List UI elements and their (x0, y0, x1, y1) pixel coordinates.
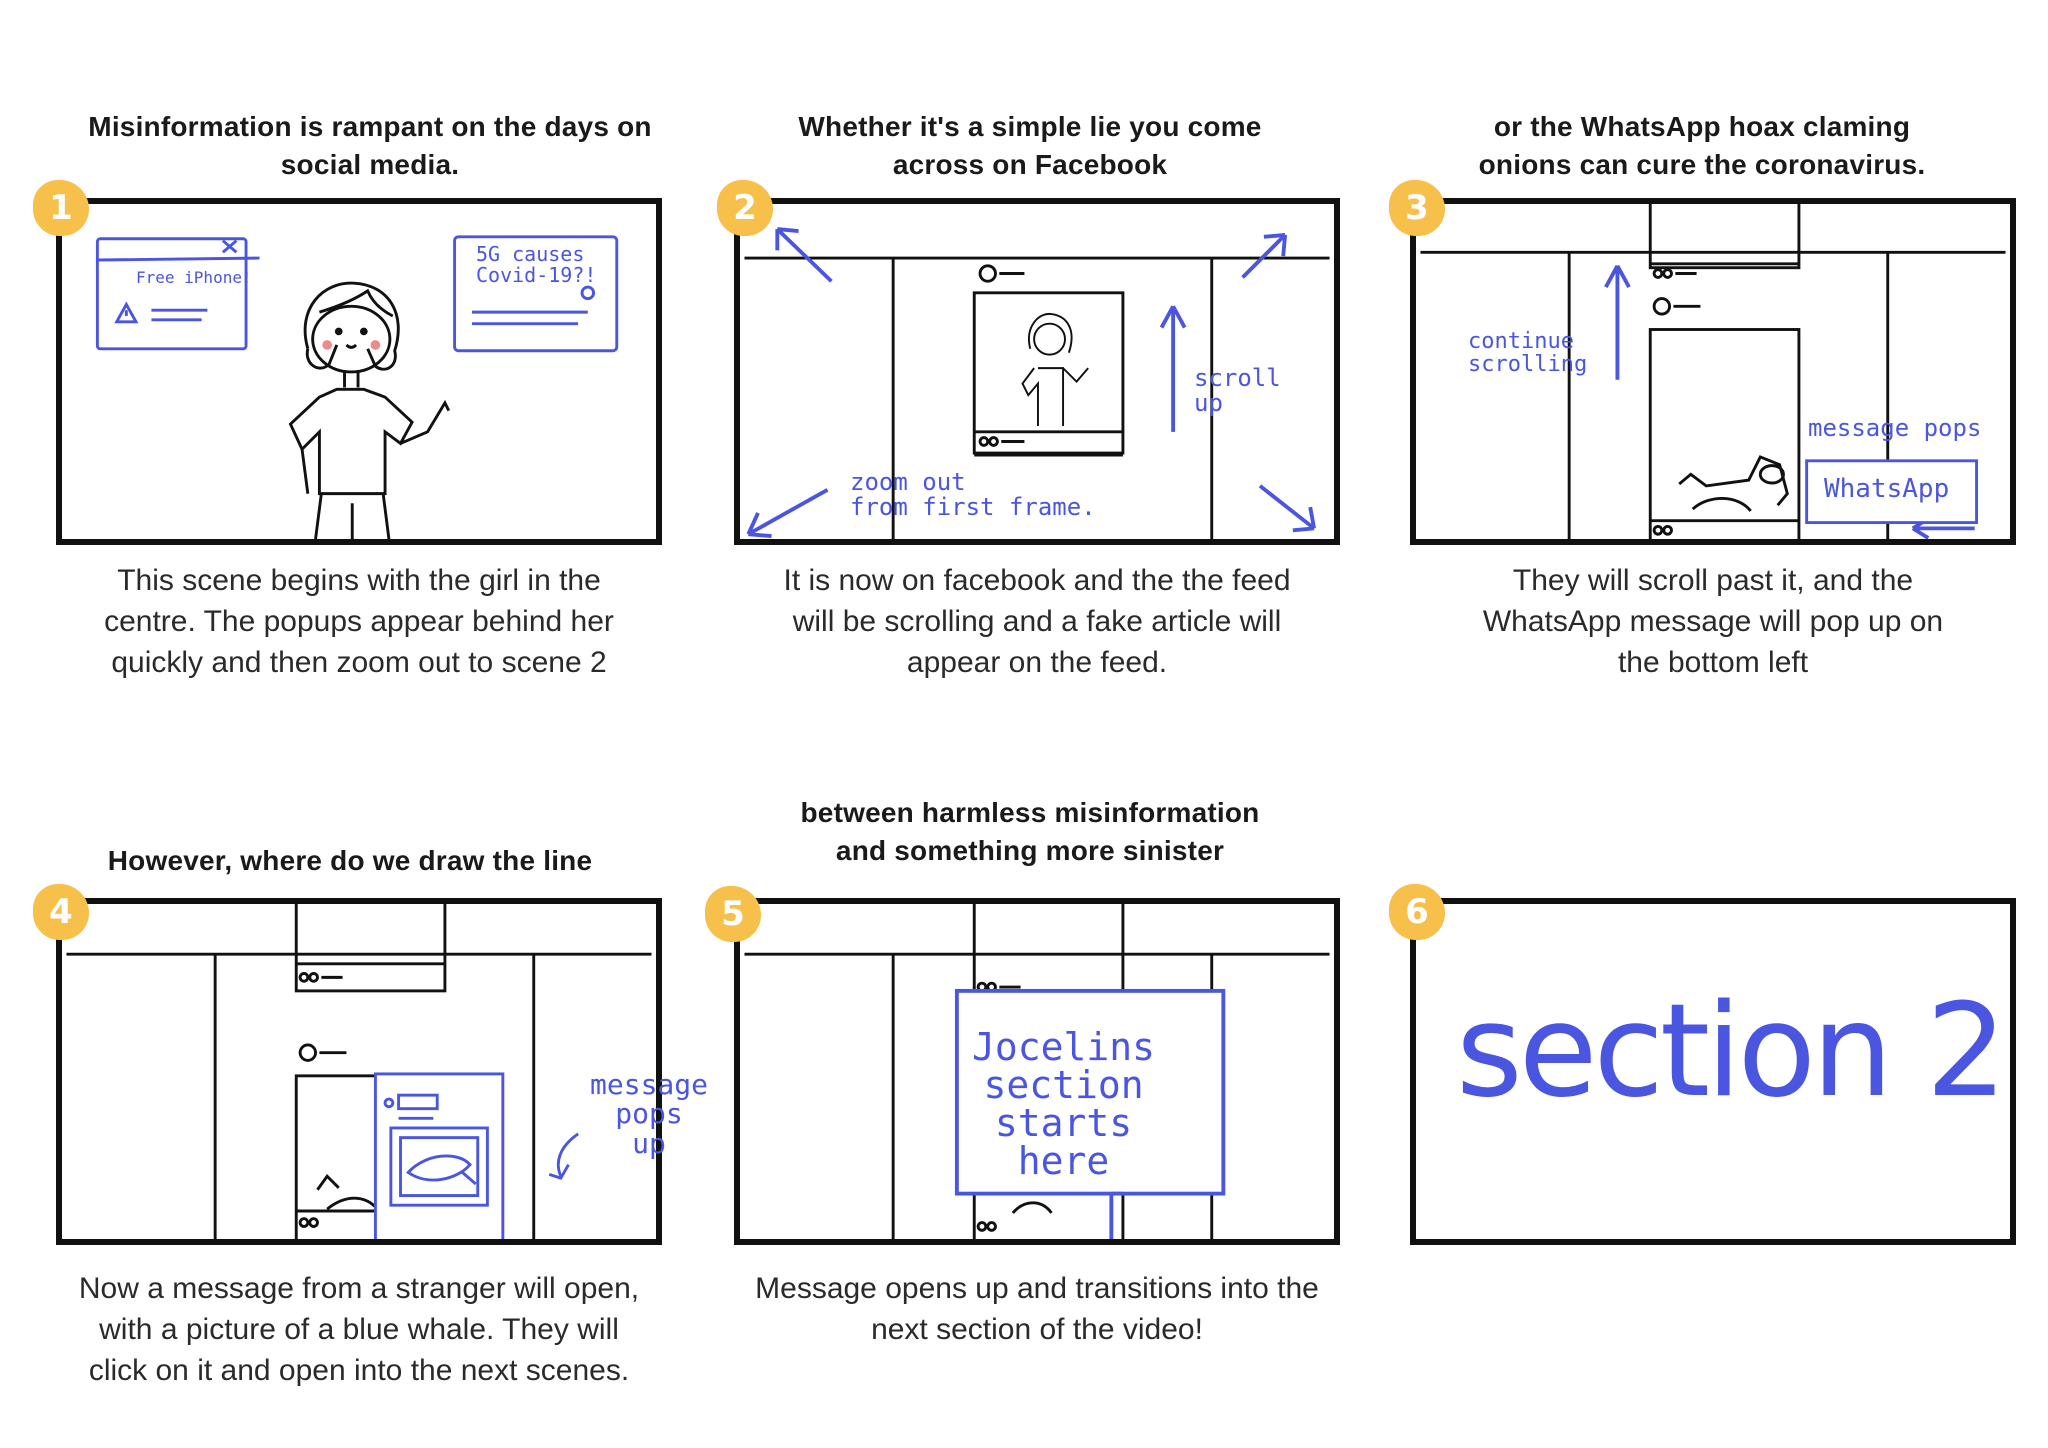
girl-character (288, 281, 451, 539)
girl-mini (1021, 313, 1089, 427)
panel-2-sketch (744, 227, 1330, 539)
panel-2-number-badge: 2 (717, 180, 773, 236)
zoom-out-note: zoom out from first frame. (850, 468, 1096, 522)
message-window (373, 1072, 505, 1239)
scroll-arrow (1604, 264, 1975, 539)
feed-layout (66, 904, 652, 1239)
popup-left-text: Free iPhone! (136, 268, 252, 287)
panel-4-description: Now a message from a stranger will open,… (78, 1272, 640, 1387)
panel-2-description: It is now on facebook and the the feed w… (783, 564, 1291, 679)
popup-window-left (95, 237, 260, 351)
blush-left (322, 340, 332, 350)
blush-right (370, 340, 381, 350)
card-tail (1109, 1191, 1123, 1239)
section-2-note: section 2 (1456, 977, 2007, 1126)
panel-3-frame (1410, 198, 2016, 545)
popup-right-text: 5G causes Covid-19?! (476, 242, 597, 287)
panel-4-number-badge: 4 (33, 884, 89, 940)
panel-5-description: Message opens up and transitions into th… (755, 1272, 1319, 1346)
feed-layout (744, 256, 1330, 539)
panel-2-title: Whether it's a simple lie you come acros… (798, 111, 1262, 180)
popup-window-right (453, 235, 619, 353)
panel-3-sketch (1420, 204, 2006, 539)
panel-1-frame (56, 198, 662, 545)
panel-4-frame (56, 898, 662, 1245)
panel-1-number-badge: 1 (33, 180, 89, 236)
message-pops-note: message pops (1808, 414, 1982, 442)
panel-6-number-badge: 6 (1389, 884, 1445, 940)
panel-4-sketch (66, 904, 652, 1239)
pops-arrow (548, 1132, 579, 1180)
panel-3-description: They will scroll past it, and the WhatsA… (1482, 564, 1944, 679)
zoom-arrows (746, 227, 1316, 539)
message-pops-up-note: message pops up (590, 1068, 709, 1160)
panel-3-title: or the WhatsApp hoax claming onions can … (1478, 111, 1926, 180)
panel-4-title: However, where do we draw the line (107, 845, 593, 876)
scroll-up-note: scroll up (1194, 364, 1281, 418)
panel-1-title: Misinformation is rampant on the days on… (88, 111, 652, 180)
panel-5-sketch (744, 904, 1330, 1239)
section-starts-note: Jocelins section starts here (972, 1025, 1156, 1183)
panel-1-sketch (95, 235, 619, 539)
continue-scrolling-note: continue scrolling (1468, 329, 1588, 378)
panel-5-frame (734, 898, 1340, 1245)
panel-5-number-badge: 5 (705, 886, 761, 942)
whatsapp-popup-label: WhatsApp (1824, 474, 1950, 504)
whatsapp-popup-box (1805, 459, 1979, 525)
panel-2-frame (734, 198, 1340, 545)
panel-5-title: between harmless misinformation and some… (800, 797, 1260, 866)
panel-6-frame: section 2 (1410, 898, 2016, 1245)
panel-3-number-badge: 3 (1389, 180, 1445, 236)
section-card (954, 988, 1226, 1196)
panel-1-description: This scene begins with the girl in the c… (104, 564, 614, 679)
